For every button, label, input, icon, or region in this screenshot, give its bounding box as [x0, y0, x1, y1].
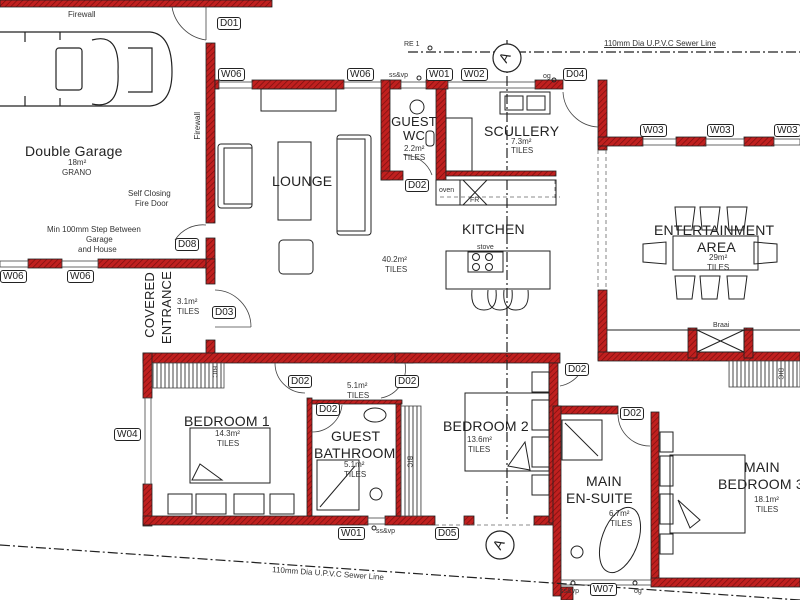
garage-name: Double Garage — [25, 143, 123, 159]
entertainment-area: 29m² — [709, 253, 728, 262]
tag-d05: D05 — [435, 527, 460, 540]
windows — [0, 81, 800, 586]
covered-entrance-finish: TILES — [177, 307, 200, 316]
fire-door-label: Fire Door — [135, 199, 169, 208]
firewall-side-label: Firewall — [193, 112, 202, 140]
tag-w02: W02 — [461, 68, 488, 81]
step-note-3: and House — [78, 245, 117, 254]
main-ensuite-finish: TILES — [610, 519, 633, 528]
tag-d03: D03 — [212, 306, 237, 319]
step-note-2: Garage — [86, 235, 113, 244]
entertainment-finish: TILES — [707, 263, 730, 272]
ssvp-ensuite-label: ss&vp — [560, 588, 580, 595]
tag-w06-lounge: W06 — [347, 68, 374, 81]
bic-label-1: BIC — [210, 365, 218, 378]
firewall-top-label: Firewall — [68, 10, 96, 19]
dining-set — [607, 206, 800, 353]
ssvp-bottom-label: ss&vp — [376, 528, 396, 535]
main-ensuite-area: 6.7m² — [609, 509, 630, 518]
garage-finish: GRANO — [62, 168, 92, 177]
bedroom1-area: 14.3m² — [215, 429, 240, 438]
scullery-finish: TILES — [511, 146, 534, 155]
lounge-furniture — [217, 88, 372, 275]
tag-d08: D08 — [175, 238, 200, 251]
tag-w03-1: W03 — [640, 124, 667, 137]
tag-w03-3: W03 — [774, 124, 800, 137]
entertainment-name-2: AREA — [697, 239, 736, 255]
bedroom2-area: 13.6m² — [467, 435, 492, 444]
kitchen-area: 40.2m² — [382, 255, 407, 264]
covered-entrance-area: 3.1m² — [177, 297, 198, 306]
guest-wc-area: 2.2m² — [404, 144, 425, 153]
covered-label: COVERED — [142, 272, 157, 338]
tag-w06-left-1: W06 — [0, 270, 27, 283]
tag-d02-ensuite: D02 — [620, 407, 645, 420]
tag-d02-passage-right: D02 — [395, 375, 420, 388]
main-bedroom-name-1: MAIN — [744, 459, 780, 475]
entrance-label: ENTRANCE — [159, 271, 174, 345]
tag-d02-wc: D02 — [405, 179, 430, 192]
passage-finish: TILES — [347, 391, 370, 400]
main-ensuite-name-2: EN-SUITE — [566, 490, 633, 506]
re1-label: RE 1 — [404, 41, 420, 48]
main-bedroom-name-2: BEDROOM 3 — [718, 476, 800, 492]
main-bedroom-area: 18.1m² — [754, 495, 779, 504]
oven-label: oven — [439, 187, 455, 194]
tag-d02-bathroom: D02 — [316, 403, 341, 416]
tag-d01: D01 — [217, 17, 242, 30]
guest-bathroom-area: 5.1m² — [344, 460, 365, 469]
guest-wc-finish: TILES — [403, 153, 426, 162]
tag-w01-top: W01 — [426, 68, 453, 81]
braai-label: Braai — [713, 322, 730, 329]
lounge-name: LOUNGE — [272, 173, 333, 189]
guest-bathroom-name-1: GUEST — [331, 428, 381, 444]
og-bottom-label: og — [634, 588, 642, 595]
bedroom1-name: BEDROOM 1 — [184, 413, 270, 429]
tag-d04: D04 — [563, 68, 588, 81]
tag-w03-2: W03 — [707, 124, 734, 137]
scullery-name: SCULLERY — [484, 123, 560, 139]
tag-d02-passage-left: D02 — [288, 375, 313, 388]
main-ensuite-name-1: MAIN — [586, 473, 622, 489]
tag-w06-garage: W06 — [218, 68, 245, 81]
section-markers — [485, 43, 522, 560]
ssvp-top-label: ss&vp — [389, 72, 409, 79]
bic-main — [728, 360, 800, 388]
stove-label: stove — [477, 244, 494, 251]
main-bedroom-finish: TILES — [756, 505, 779, 514]
car-icon — [0, 31, 173, 107]
kitchen-name: KITCHEN — [462, 221, 525, 237]
passage-area: 5.1m² — [347, 381, 368, 390]
og-top-label: og — [543, 73, 551, 80]
guest-bathroom-name-2: BATHROOM — [314, 445, 396, 461]
scullery-area: 7.3m² — [511, 137, 532, 146]
self-closing-label: Self Closing — [128, 189, 171, 198]
guest-wc-name: GUEST WC — [391, 114, 437, 143]
bic-label-3: BIC — [776, 367, 784, 380]
bedroom1-finish: TILES — [217, 439, 240, 448]
tag-w01-bottom: W01 — [338, 527, 365, 540]
guest-bathroom-finish: TILES — [344, 470, 367, 479]
bic-bedroom2 — [400, 405, 422, 517]
bic-bedroom1 — [151, 362, 225, 389]
tag-w07: W07 — [590, 583, 617, 596]
bic-label-2: BIC — [405, 455, 413, 468]
sewer-line-top-label: 110mm Dia U.P.V.C Sewer Line — [604, 39, 716, 48]
garage-area: 18m² — [68, 158, 87, 167]
bedroom2-name: BEDROOM 2 — [443, 418, 529, 434]
bedroom2-finish: TILES — [468, 445, 491, 454]
fridge-label: FR — [470, 197, 480, 204]
entertainment-name-1: ENTERTAINMENT — [654, 222, 775, 238]
tag-w04: W04 — [114, 428, 141, 441]
kitchen-finish: TILES — [385, 265, 408, 274]
tag-w06-left-2: W06 — [67, 270, 94, 283]
step-note-1: Min 100mm Step Between — [47, 225, 141, 234]
tag-d02-bed2: D02 — [565, 363, 590, 376]
